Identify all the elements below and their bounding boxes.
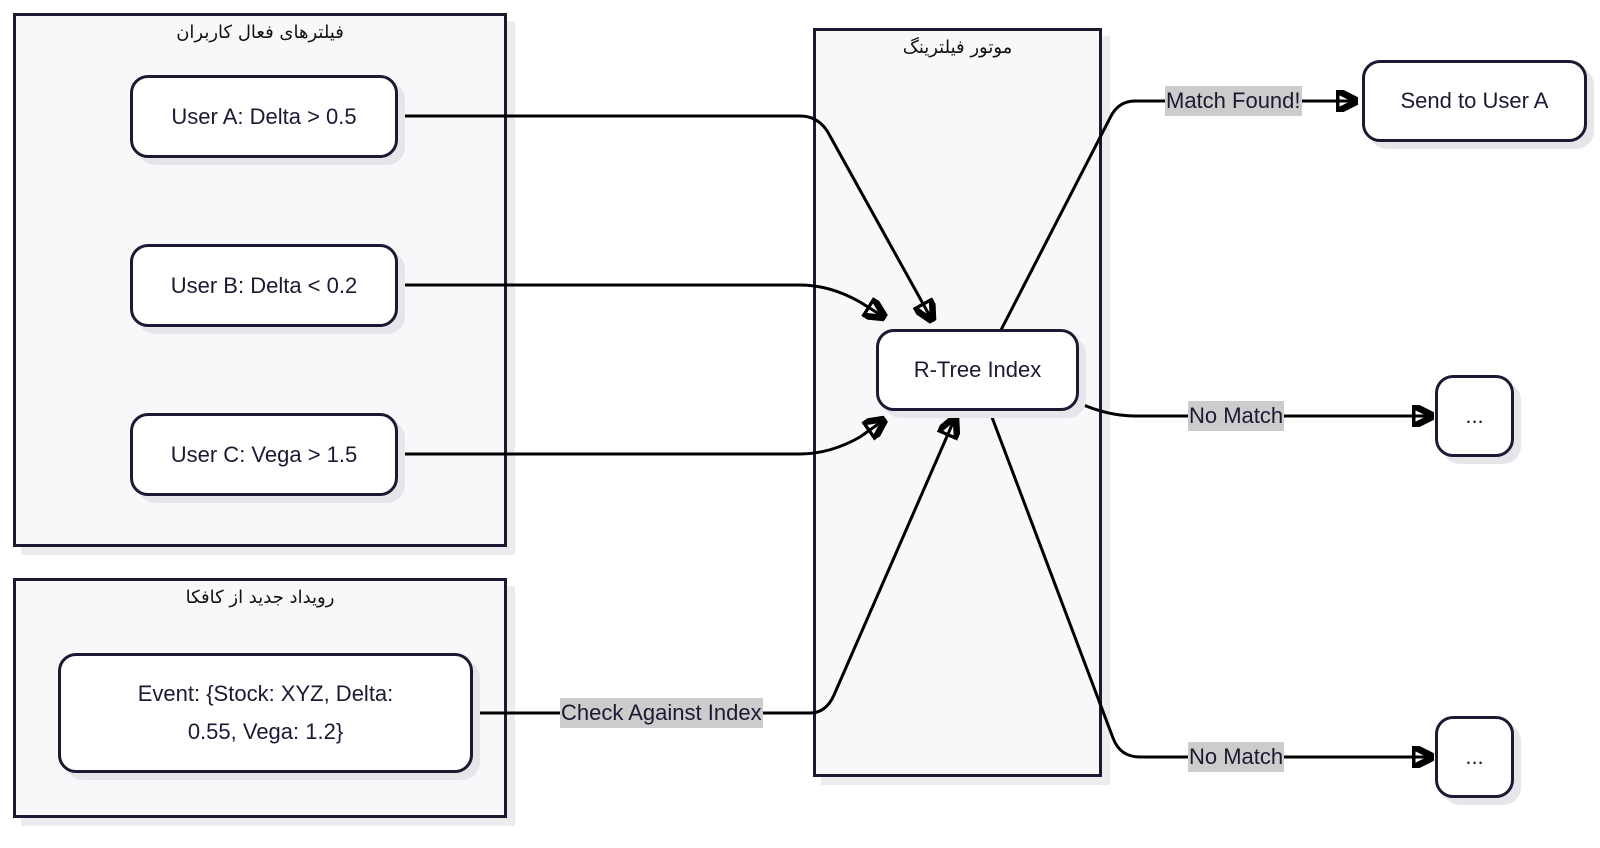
node-send-to-user-a[interactable]: Send to User A (1362, 60, 1587, 142)
cluster-title-kafka-event: رویداد جدید از کافکا (185, 587, 335, 608)
cluster-title-filter-engine: موتور فیلترینگ (902, 37, 1013, 58)
node-ellipsis-1[interactable]: ... (1435, 375, 1514, 457)
node-rtree-index-label: R-Tree Index (913, 357, 1042, 382)
node-kafka-event[interactable]: Event: {Stock: XYZ, Delta: 0.55, Vega: 1… (58, 653, 473, 773)
node-user-c-filter[interactable]: User C: Vega > 1.5 (130, 413, 398, 496)
edge-label-check-against-index: Check Against Index (560, 698, 763, 728)
edge-label-match-found: Match Found! (1165, 86, 1302, 116)
node-kafka-event-label: Event: {Stock: XYZ, Delta: 0.55, Vega: 1… (137, 681, 394, 744)
node-send-to-user-a-label: Send to User A (1400, 88, 1549, 113)
cluster-title-user-filters: فیلترهای فعال کاربران (176, 22, 344, 43)
node-ellipsis-1-label: ... (1465, 403, 1484, 428)
node-user-a-filter[interactable]: User A: Delta > 0.5 (130, 75, 398, 158)
node-user-c-label: User C: Vega > 1.5 (170, 441, 358, 467)
node-ellipsis-2[interactable]: ... (1435, 716, 1514, 798)
node-user-b-label: User B: Delta < 0.2 (170, 272, 358, 298)
node-user-a-label: User A: Delta > 0.5 (171, 103, 357, 129)
node-ellipsis-2-label: ... (1465, 744, 1484, 769)
node-rtree-index[interactable]: R-Tree Index (876, 329, 1079, 411)
edge-label-no-match-1: No Match (1188, 401, 1285, 431)
node-user-b-filter[interactable]: User B: Delta < 0.2 (130, 244, 398, 327)
edge-label-no-match-2: No Match (1188, 742, 1285, 772)
